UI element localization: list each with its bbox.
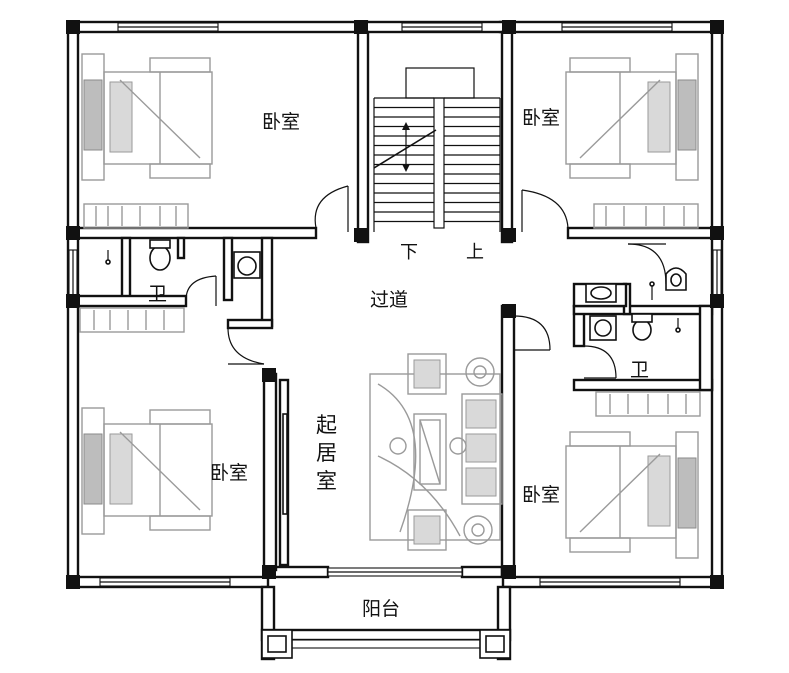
windows: [68, 22, 722, 587]
room-label-balcony: 阳台: [362, 598, 400, 620]
room-label-living-2: 居: [316, 441, 337, 465]
wardrobe-icon: [83, 203, 189, 229]
bed-icon: [565, 53, 699, 181]
room-label-bedroom-top-right: 卧室: [522, 107, 560, 129]
fixture-markers: [105, 250, 681, 333]
room-label-bath-right: 卫: [630, 359, 649, 381]
stair-up-label: 上: [466, 242, 484, 263]
wardrobe-icon: [595, 391, 701, 417]
wardrobe-icon: [593, 203, 699, 229]
sink-icon: [594, 319, 612, 337]
room-label-living-1: 起: [316, 413, 337, 437]
sofa-set-icon: [369, 353, 503, 551]
room-label-corridor: 过道: [370, 289, 408, 311]
bed-icon: [565, 431, 699, 559]
room-label-living-3: 室: [316, 469, 337, 493]
columns: [66, 20, 724, 589]
bath-fixtures: [149, 239, 687, 341]
sink-icon: [590, 286, 612, 300]
bed-icon: [81, 407, 213, 535]
room-label-bedroom-top-left: 卧室: [262, 111, 300, 133]
sink-icon: [237, 256, 257, 276]
bed-icon: [81, 53, 213, 181]
room-labels: 卧室 卧室 卫 卫 过道 卧室 卧室 起 居 室 阳台: [148, 107, 649, 620]
room-label-bedroom-bottom-right: 卧室: [522, 484, 560, 506]
stair-down-label: 下: [400, 242, 418, 263]
room-label-bath-left: 卫: [148, 283, 167, 305]
toilet-icon: [632, 319, 652, 341]
balcony: [260, 585, 512, 661]
furniture: [79, 53, 701, 559]
wardrobe-icon: [79, 307, 185, 333]
room-label-bedroom-bottom-left: 卧室: [210, 462, 248, 484]
staircase: 下 上: [373, 67, 501, 263]
toilet-icon: [149, 245, 171, 271]
